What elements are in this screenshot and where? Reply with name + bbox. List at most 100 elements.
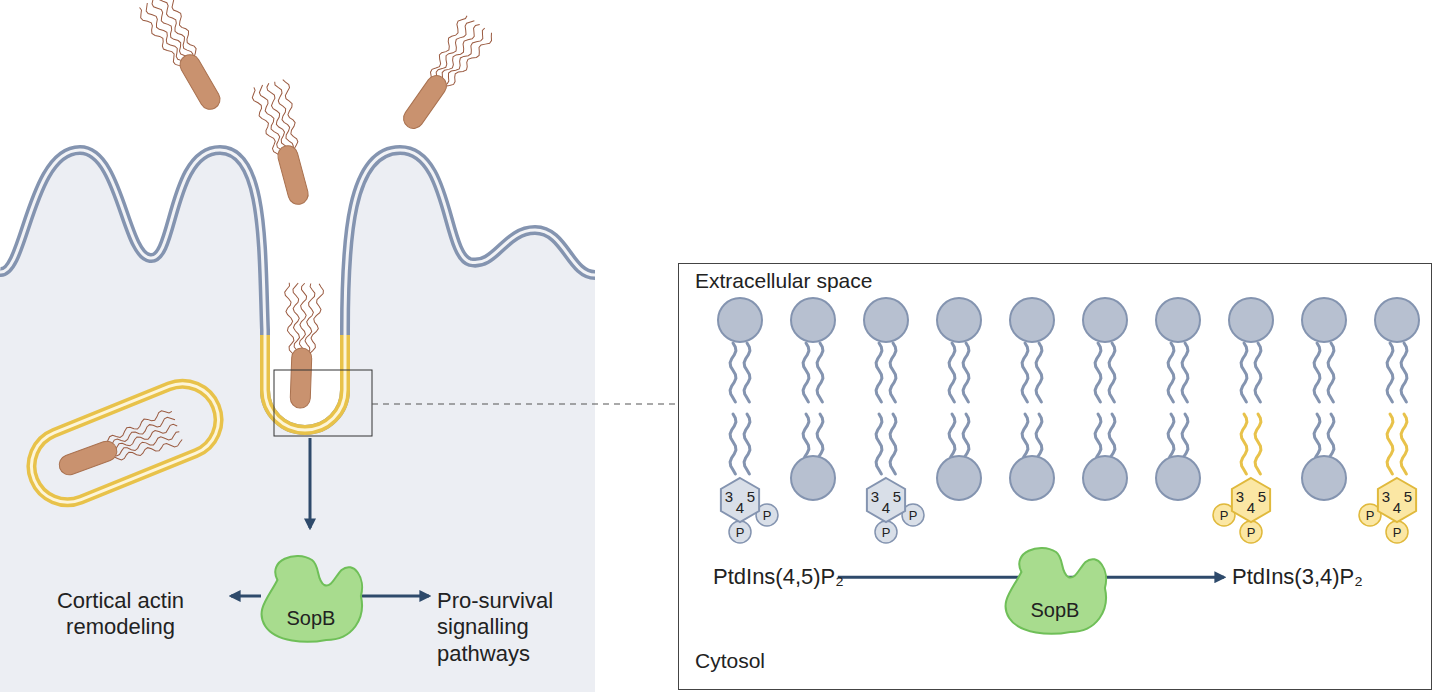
flagellum	[275, 78, 307, 155]
node-text: PtdIns(4,5)P₂	[713, 564, 844, 590]
lipid-tail	[949, 343, 955, 402]
lipid-tail	[1095, 343, 1101, 402]
region-label: Extracellular space	[695, 268, 872, 293]
carbon-position: 3	[1382, 489, 1390, 504]
lipid-tail	[803, 343, 809, 402]
lipid-head	[791, 456, 835, 500]
phosphate	[1386, 521, 1408, 543]
lipid-bilayer	[718, 298, 1419, 543]
phosphate	[875, 521, 897, 543]
bacteria	[53, 0, 495, 486]
lipid-name: PtdIns(4,5)P₂	[713, 564, 844, 590]
phosphate-label: P	[1220, 509, 1229, 522]
lipid-head	[937, 298, 981, 342]
lipid-tail	[817, 414, 823, 457]
phosphate-label: P	[763, 509, 772, 522]
node-text: SopB	[287, 606, 336, 630]
flagellum	[250, 85, 282, 162]
lipid-head	[1302, 298, 1346, 342]
lipid-tail	[744, 343, 750, 402]
phosphate	[729, 521, 751, 543]
zoom-panel: Extracellular spaceCytosol PtdIns(4,5)P₂ S…	[678, 263, 1432, 690]
protein-shape	[1006, 548, 1107, 634]
bacterium	[136, 0, 232, 118]
lipid-head	[791, 298, 835, 342]
phosphate-label: P	[1366, 509, 1375, 522]
lipid-head	[864, 298, 908, 342]
lipid-tail	[1036, 343, 1042, 402]
node-text: SopB	[1031, 598, 1080, 622]
sopb-effector: SopB	[999, 540, 1111, 636]
lipid-head	[937, 456, 981, 500]
outcome-text: Pro-survival signalling pathways	[437, 588, 582, 667]
lipid-tail	[1401, 343, 1407, 402]
carbon-position: 5	[893, 489, 901, 504]
lipid-tail	[1314, 343, 1320, 402]
carbon-position: 4	[882, 500, 890, 515]
bacterium-body	[400, 72, 451, 133]
lipid-tail	[876, 343, 882, 402]
carbon-position: 3	[725, 489, 733, 504]
outcome-text: Cortical actin remodeling	[18, 588, 223, 641]
flagellum	[98, 407, 175, 445]
carbon-position: 4	[736, 500, 744, 515]
lipid-tail	[1168, 343, 1174, 402]
lipid-tail	[1387, 343, 1393, 402]
phosphate-label: P	[1393, 526, 1402, 539]
lipid-tail	[744, 414, 750, 474]
lipid-head	[1010, 456, 1054, 500]
bacterium	[392, 13, 495, 137]
lipid-head	[1083, 298, 1127, 342]
lipid-head	[1156, 298, 1200, 342]
lipid-head	[1156, 456, 1200, 500]
cell-cytoplasm	[0, 150, 595, 692]
flagellum	[282, 283, 297, 360]
carbon-position: 3	[871, 489, 879, 504]
bacterium-body	[276, 143, 311, 206]
zoom-leader	[372, 403, 678, 404]
lipid-head	[1010, 298, 1054, 342]
yellow-membrane	[265, 335, 345, 430]
phosphate-label: P	[736, 526, 745, 539]
phosphate	[1240, 521, 1262, 543]
connector-arrow	[231, 595, 261, 598]
node-text: Cortical actin remodeling	[18, 588, 223, 641]
inositol-ring	[1378, 478, 1416, 522]
lipid-tail	[1401, 414, 1407, 474]
lipid-tail	[1036, 414, 1042, 457]
lipid-tail	[1328, 414, 1334, 457]
carbon-position: 5	[1258, 489, 1266, 504]
carbon-position: 3	[1236, 489, 1244, 504]
lipid-tail	[1182, 414, 1188, 457]
carbon-position: 4	[1247, 500, 1255, 515]
lipid-tail	[1109, 343, 1115, 402]
lipid-tail	[1387, 414, 1393, 474]
bacterium	[53, 407, 183, 486]
lipid-tail	[730, 343, 736, 402]
lipid-tail	[817, 343, 823, 402]
node-text: Pro-survival signalling pathways	[437, 588, 582, 667]
region-label: Cytosol	[695, 648, 765, 673]
yellow-membrane-inner	[265, 335, 345, 430]
lipid-tail	[1241, 343, 1247, 402]
vacuole	[21, 373, 230, 513]
phosphate-label: P	[882, 526, 891, 539]
lipid-head	[1229, 298, 1273, 342]
lipid-tail	[949, 414, 955, 457]
flagellum	[308, 283, 323, 360]
lipid-tail	[876, 414, 882, 474]
lipid-tail	[1241, 414, 1247, 474]
lipid-tail	[1328, 343, 1334, 402]
bacterium-body	[176, 51, 223, 113]
lipid-tail	[730, 414, 736, 474]
flagellum	[136, 3, 185, 76]
inositol-ring	[1232, 478, 1270, 522]
bacterium-body	[290, 348, 312, 409]
protein-blob	[999, 540, 1111, 636]
lipid-head	[1083, 456, 1127, 500]
bacterium-body	[56, 438, 119, 477]
inositol-ring	[867, 478, 905, 522]
down-arrow	[309, 438, 312, 528]
node-text: PtdIns(3,4)P₂	[1232, 564, 1363, 590]
lipid-name: PtdIns(3,4)P₂	[1232, 564, 1363, 590]
